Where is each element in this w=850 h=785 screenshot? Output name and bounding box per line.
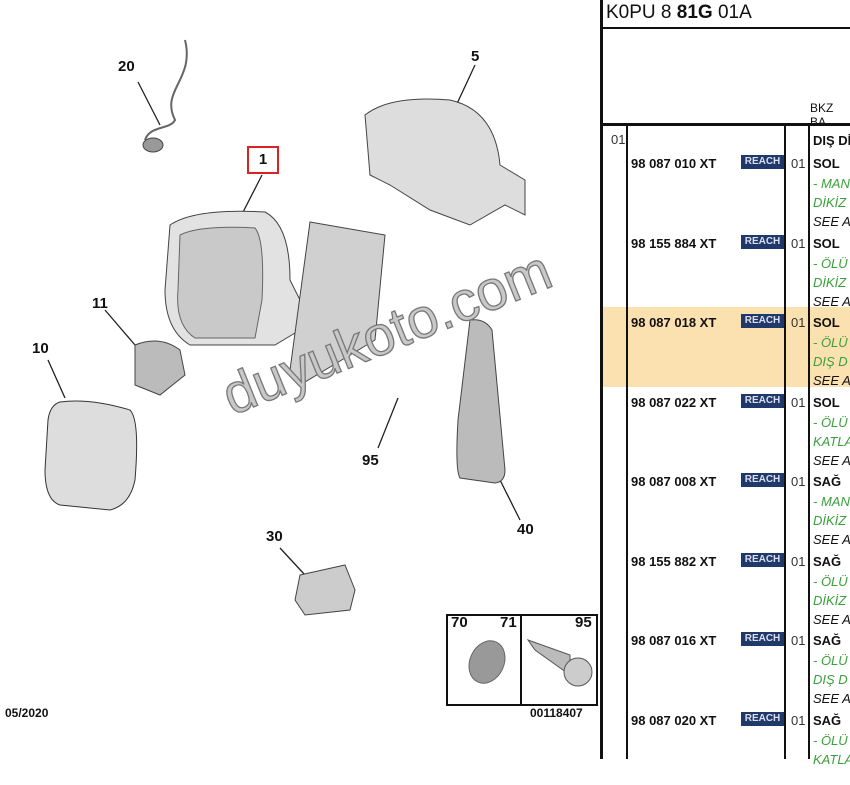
reach-badge: REACH bbox=[741, 234, 784, 249]
quantity: 01 bbox=[791, 235, 806, 251]
see-also-link[interactable]: SEE A bbox=[813, 691, 850, 706]
reach-badge: REACH bbox=[741, 473, 784, 487]
part-row[interactable]: 98 087 008 XT REACH 01 SAĞ - MAN DİKİZ S… bbox=[603, 466, 850, 547]
side-label: SAĞ bbox=[813, 474, 842, 489]
part-row[interactable]: 98 155 882 XT REACH 01 SAĞ - ÖLÜ DİKİZ S… bbox=[603, 546, 850, 627]
mirror-base-shape bbox=[289, 221, 386, 386]
description-line-1: - ÖLÜ bbox=[813, 653, 848, 668]
callout-5: 5 bbox=[471, 48, 480, 65]
switch-30-shape bbox=[294, 564, 356, 616]
plug-70-71-shape bbox=[468, 640, 506, 684]
description-line-1: - ÖLÜ bbox=[813, 255, 848, 271]
side-label: SAĞ bbox=[813, 553, 842, 569]
description-line-2: KATLA bbox=[813, 433, 850, 449]
parts-table: K0PU 8 81G 01A BKZ BA 98 087 010 XT REAC… bbox=[600, 0, 850, 767]
part-row[interactable]: 98 087 018 XT REACH 01 SOL - ÖLÜ DIŞ D S… bbox=[603, 307, 850, 388]
part-number[interactable]: 98 087 022 XT bbox=[631, 394, 717, 410]
inset-label-70: 70 bbox=[451, 614, 468, 631]
sensor-20-shape bbox=[142, 137, 164, 153]
quantity: 01 bbox=[791, 315, 806, 330]
reach-badge: REACH bbox=[741, 155, 784, 169]
parts-diagram: 20 5 1 11 10 95 40 30 70 71 95 05/2020 0… bbox=[5, 39, 598, 720]
part-number[interactable]: 98 155 882 XT bbox=[631, 553, 717, 569]
part-number[interactable]: 98 087 016 XT bbox=[631, 633, 717, 648]
quantity: 01 bbox=[791, 474, 806, 489]
reach-badge: REACH bbox=[741, 632, 784, 646]
description-line-1: - ÖLÜ bbox=[813, 732, 848, 748]
group-description: DIŞ Dİ bbox=[813, 133, 850, 148]
part-row[interactable]: 98 087 010 XT REACH 01 SOL - MAN DİKİZ S… bbox=[603, 148, 850, 229]
see-also-link[interactable]: SEE A bbox=[813, 532, 850, 547]
callout-20: 20 bbox=[118, 58, 135, 75]
see-also-link[interactable]: SEE A bbox=[813, 373, 850, 388]
wire-harness-shape bbox=[144, 39, 188, 141]
callout-40: 40 bbox=[517, 521, 534, 538]
quantity: 01 bbox=[791, 394, 806, 410]
reach-badge: REACH bbox=[741, 552, 784, 567]
description-line-1: - ÖLÜ bbox=[813, 573, 848, 589]
description-line-2: DİKİZ bbox=[813, 195, 847, 210]
side-label: SOL bbox=[813, 156, 840, 171]
side-label: SOL bbox=[813, 394, 840, 410]
reach-badge: REACH bbox=[741, 711, 784, 726]
callout-10: 10 bbox=[32, 340, 49, 357]
part-row[interactable]: 98 087 022 XT REACH 01 SOL - ÖLÜ KATLA S… bbox=[603, 387, 850, 468]
see-also-link[interactable]: SEE A bbox=[813, 214, 850, 229]
inset-label-95: 95 bbox=[575, 614, 592, 631]
reach-badge: REACH bbox=[741, 314, 784, 328]
side-label: SOL bbox=[813, 235, 840, 251]
catalog-title: K0PU 8 81G 01A bbox=[606, 2, 752, 23]
description-line-2: DIŞ D bbox=[813, 354, 848, 369]
quantity: 01 bbox=[791, 712, 806, 728]
side-label: SAĞ bbox=[813, 712, 842, 728]
description-line-2: DİKİZ bbox=[813, 592, 847, 608]
description-line-2: DIŞ D bbox=[813, 672, 848, 687]
description-line-2: KATLA bbox=[813, 751, 850, 767]
callout-30: 30 bbox=[266, 528, 283, 545]
reach-badge: REACH bbox=[741, 393, 784, 408]
callout-1-highlighted[interactable]: 1 bbox=[247, 146, 279, 174]
mirror-glass-10-shape bbox=[44, 400, 138, 511]
part-number[interactable]: 98 087 008 XT bbox=[631, 474, 717, 489]
side-label: SAĞ bbox=[813, 633, 842, 648]
part-number[interactable]: 98 087 020 XT bbox=[631, 712, 717, 728]
diagram-reference: 00118407 bbox=[530, 706, 583, 720]
quantity: 01 bbox=[791, 156, 806, 171]
description-line-2: DİKİZ bbox=[813, 513, 847, 528]
description-line-1: - ÖLÜ bbox=[813, 335, 848, 350]
cover-40-shape bbox=[456, 319, 506, 484]
description-line-2: DİKİZ bbox=[813, 274, 847, 290]
callout-11: 11 bbox=[92, 295, 108, 312]
group-number: 01 bbox=[611, 132, 626, 147]
description-line-1: - MAN bbox=[813, 176, 850, 191]
screw-95-head-shape bbox=[563, 657, 593, 687]
inset-label-71: 71 bbox=[500, 614, 517, 631]
side-label: SOL bbox=[813, 315, 840, 330]
motor-11-shape bbox=[134, 340, 186, 396]
see-also-link[interactable]: SEE A bbox=[813, 611, 850, 627]
description-line-1: - MAN bbox=[813, 494, 850, 509]
exploded-view-drawing bbox=[44, 39, 598, 706]
see-also-link[interactable]: SEE A bbox=[813, 452, 850, 468]
part-row[interactable]: 98 155 884 XT REACH 01 SOL - ÖLÜ DİKİZ S… bbox=[603, 228, 850, 309]
mirror-cover-5-shape bbox=[364, 98, 526, 226]
see-also-link[interactable]: SEE A bbox=[813, 293, 850, 309]
quantity: 01 bbox=[791, 633, 806, 648]
diagram-date: 05/2020 bbox=[5, 706, 49, 720]
description-line-1: - ÖLÜ bbox=[813, 414, 848, 430]
part-number[interactable]: 98 087 010 XT bbox=[631, 156, 717, 171]
part-number[interactable]: 98 155 884 XT bbox=[631, 235, 717, 251]
callout-95: 95 bbox=[362, 452, 379, 469]
part-row[interactable]: 98 087 020 XT REACH 01 SAĞ - ÖLÜ KATLA bbox=[603, 705, 850, 785]
part-row[interactable]: 98 087 016 XT REACH 01 SAĞ - ÖLÜ DIŞ D S… bbox=[603, 625, 850, 706]
quantity: 01 bbox=[791, 553, 806, 569]
part-number[interactable]: 98 087 018 XT bbox=[631, 315, 717, 330]
